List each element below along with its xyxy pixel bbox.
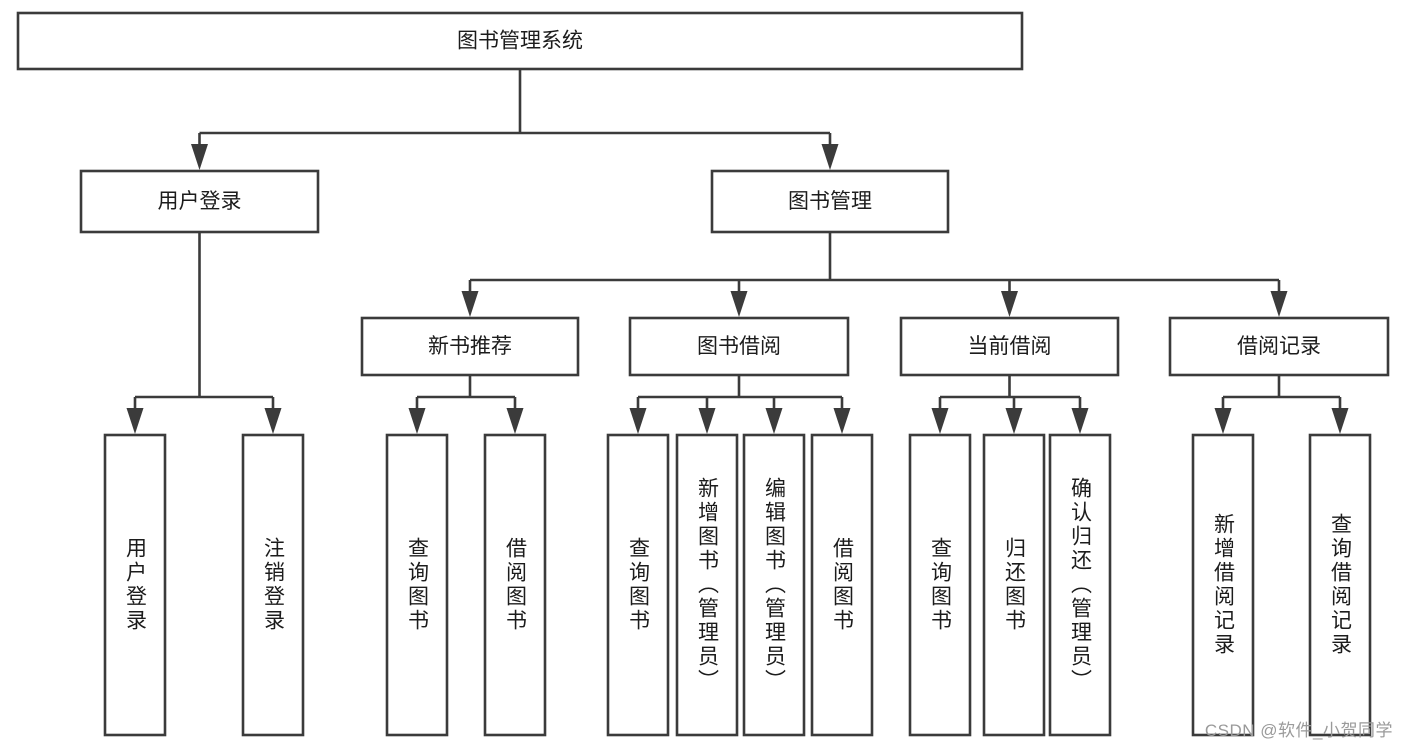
arrow-head-icon [1005,408,1023,434]
node-box-leaf-confirm-return-admin[interactable] [1048,433,1112,737]
node-box-leaf-return-book[interactable] [982,433,1046,737]
node-box-leaf-query-book-current[interactable] [908,433,972,737]
arrow-head-icon [821,144,839,170]
node-label-book-management: 图书管理 [788,190,872,213]
node-label-current-borrow: 当前借阅 [968,335,1052,358]
node-box-book-borrow[interactable] [628,316,850,377]
arrow-head-icon [191,144,208,170]
arrow-head-icon [1270,291,1288,317]
node-box-current-borrow[interactable] [899,316,1120,377]
arrow-head-icon [833,408,851,434]
node-label-borrow-record: 借阅记录 [1237,335,1321,358]
arrow-head-icon [1071,408,1089,434]
node-box-leaf-query-book-recommend[interactable] [385,433,449,737]
node-label-root: 图书管理系统 [457,30,583,53]
node-box-leaf-borrow-book[interactable] [810,433,874,737]
node-box-leaf-logout[interactable] [241,433,305,737]
node-box-leaf-query-borrow-record[interactable] [1308,433,1372,737]
connector-new-book-recommend-to-leaves [408,375,524,434]
node-box-leaf-edit-book-admin[interactable] [742,433,806,737]
connector-borrow-record-to-leaves [1214,375,1349,434]
node-label-user-login: 用户登录 [158,190,242,213]
connector-user-login-to-leaves [126,232,282,434]
node-box-leaf-query-book-borrow[interactable] [606,433,670,737]
connectors-layer [126,69,1349,434]
node-box-leaf-borrow-book-recommend[interactable] [483,433,547,737]
arrow-head-icon [765,408,783,434]
connector-book-borrow-to-leaves [629,375,851,434]
arrow-head-icon [461,291,479,317]
arrow-head-icon [629,408,647,434]
arrow-head-icon [1214,408,1232,434]
node-box-book-management[interactable] [710,169,950,234]
node-box-leaf-user-login[interactable] [103,433,167,737]
node-box-borrow-record[interactable] [1168,316,1390,377]
arrow-head-icon [931,408,949,434]
node-box-new-book-recommend[interactable] [360,316,580,377]
arrow-head-icon [126,408,144,434]
arrow-head-icon [264,408,282,434]
arrow-head-icon [698,408,716,434]
node-box-user-login[interactable] [79,169,320,234]
node-box-root[interactable] [16,11,1024,71]
arrow-head-icon [1331,408,1349,434]
node-box-leaf-add-book-admin[interactable] [675,433,739,737]
connector-current-borrow-to-leaves [931,375,1089,434]
arrow-head-icon [1001,291,1018,317]
arrow-head-icon [730,291,748,317]
connector-book-management-to-level3 [461,232,1288,317]
node-label-book-borrow: 图书借阅 [697,335,781,358]
node-label-new-book-recommend: 新书推荐 [428,335,512,358]
arrow-head-icon [408,408,426,434]
connector-root-to-level2 [191,69,839,170]
node-box-leaf-add-borrow-record[interactable] [1191,433,1255,737]
arrow-head-icon [506,408,524,434]
boxes-layer [16,11,1390,737]
